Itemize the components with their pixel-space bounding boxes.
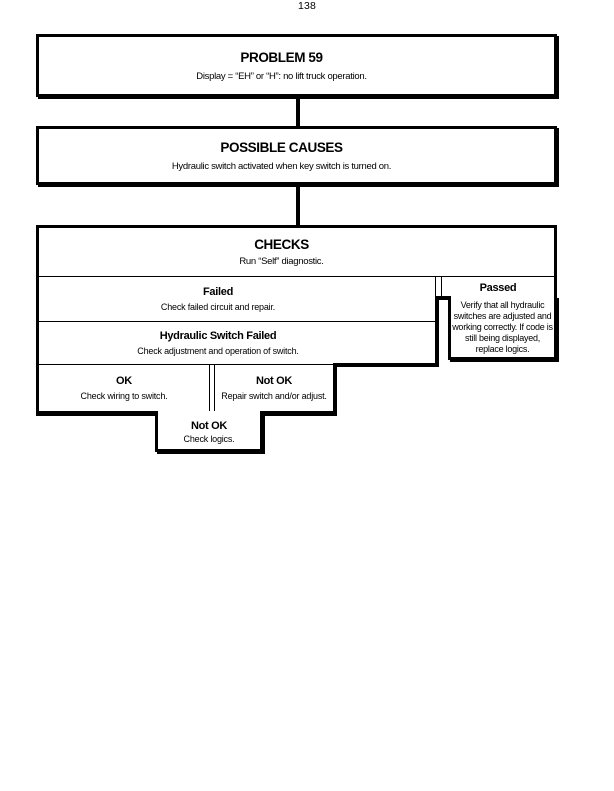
- divider: [36, 364, 333, 365]
- passed-box: Verify that all hydraulic switches are a…: [448, 296, 557, 360]
- causes-title: POSSIBLE CAUSES: [220, 139, 343, 155]
- check-logics-box: Not OK Check logics.: [155, 411, 263, 452]
- divider: [36, 276, 557, 277]
- border-segment: [36, 225, 39, 416]
- passed-label: Passed: [479, 282, 517, 295]
- not-ok-cell: Not OK Repair switch and/or adjust.: [215, 365, 333, 411]
- problem-box: PROBLEM 59 Display = “EH” or “H”: no lif…: [36, 34, 557, 97]
- checks-subtitle: Run “Self” diagnostic.: [239, 256, 324, 268]
- border-segment: [333, 363, 337, 416]
- problem-description: Display = “EH” or “H”: no lift truck ope…: [196, 70, 367, 82]
- causes-description: Hydraulic switch activated when key swit…: [171, 160, 392, 172]
- failed-label: Failed: [203, 285, 233, 298]
- hydraulic-switch-failed-cell: Hydraulic Switch Failed Check adjustment…: [39, 322, 435, 364]
- page-number: 138: [297, 0, 317, 12]
- not-ok-label: Not OK: [255, 374, 293, 387]
- border-segment: [435, 296, 439, 366]
- divider: [36, 321, 435, 322]
- not-ok-logics-action: Check logics.: [183, 434, 235, 445]
- divider: [209, 365, 215, 411]
- connector-line: [296, 185, 300, 227]
- passed-action: Verify that all hydraulic switches are a…: [452, 300, 553, 354]
- hydraulic-switch-failed-action: Check adjustment and operation of switch…: [137, 345, 299, 356]
- passed-heading: Passed: [442, 277, 554, 296]
- checks-header: CHECKS Run “Self” diagnostic.: [39, 228, 554, 276]
- border-segment: [333, 363, 439, 367]
- failed-cell: Failed Check failed circuit and repair.: [39, 277, 435, 321]
- checks-flowchart: CHECKS Run “Self” diagnostic. Failed Che…: [36, 225, 557, 455]
- divider: [435, 277, 442, 297]
- checks-title: CHECKS: [254, 237, 309, 253]
- border-segment: [437, 296, 453, 300]
- ok-label: OK: [116, 374, 132, 387]
- connector-line: [296, 97, 300, 126]
- ok-action: Check wiring to switch.: [80, 390, 168, 401]
- border-segment: [36, 225, 557, 228]
- ok-cell: OK Check wiring to switch.: [39, 365, 209, 411]
- failed-action: Check failed circuit and repair.: [160, 301, 276, 312]
- border-segment: [554, 225, 557, 300]
- causes-box: POSSIBLE CAUSES Hydraulic switch activat…: [36, 126, 557, 185]
- problem-title: PROBLEM 59: [240, 49, 323, 65]
- not-ok-logics-label: Not OK: [190, 420, 228, 433]
- not-ok-action: Repair switch and/or adjust.: [221, 390, 327, 401]
- hydraulic-switch-failed-label: Hydraulic Switch Failed: [159, 329, 277, 342]
